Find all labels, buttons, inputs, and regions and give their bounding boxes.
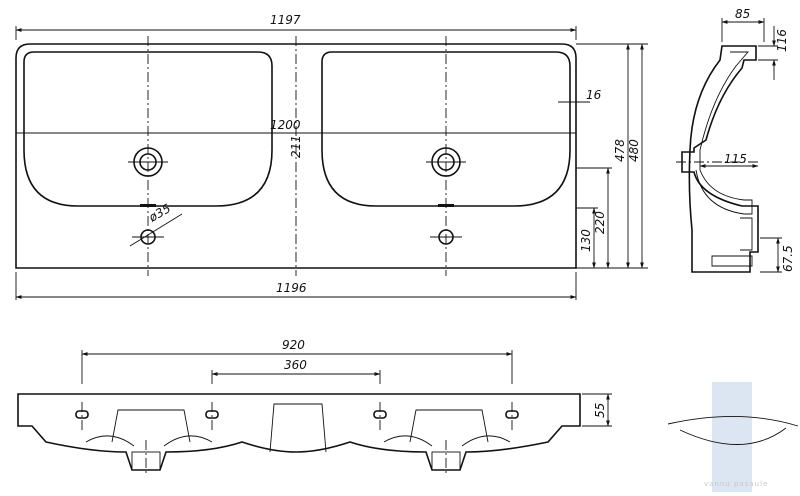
rim-thickness-label: 16 bbox=[586, 88, 602, 102]
center-mark-label: 211 bbox=[289, 135, 303, 158]
left-bowl bbox=[23, 51, 273, 207]
right-bowl bbox=[321, 51, 571, 207]
side-view: 85 116 115 67.5 bbox=[676, 7, 795, 273]
depth-115-label: 115 bbox=[724, 152, 747, 166]
drain-height-label: 67.5 bbox=[781, 245, 795, 272]
mount-360-label: 360 bbox=[284, 358, 307, 372]
bottom-view: 920 360 55 bbox=[17, 338, 612, 476]
height-130-label: 130 bbox=[579, 229, 593, 252]
inner-dimension-label: 1200 bbox=[270, 118, 301, 132]
width-bottom-label: 1196 bbox=[276, 281, 307, 295]
depth-top-label: 85 bbox=[735, 7, 750, 21]
width-top-label: 1197 bbox=[270, 13, 301, 27]
side-profile-outer bbox=[681, 45, 759, 273]
base-height-label: 55 bbox=[593, 403, 607, 418]
front-view: ø35 1197 1196 1200 211 16 478 480 220 13… bbox=[15, 13, 648, 300]
watermark-logo: vannu pasaule bbox=[667, 382, 799, 492]
height-220-label: 220 bbox=[593, 211, 607, 234]
basin-outline bbox=[15, 43, 577, 269]
height-478-label: 478 bbox=[613, 139, 627, 162]
rim-top-label: 116 bbox=[775, 29, 789, 52]
elevation-outline bbox=[17, 393, 581, 471]
center-pillar bbox=[269, 403, 327, 453]
side-profile-inner bbox=[695, 51, 753, 215]
watermark-text: vannu pasaule bbox=[704, 480, 768, 488]
mount-920-label: 920 bbox=[282, 338, 305, 352]
height-480-label: 480 bbox=[627, 139, 641, 162]
